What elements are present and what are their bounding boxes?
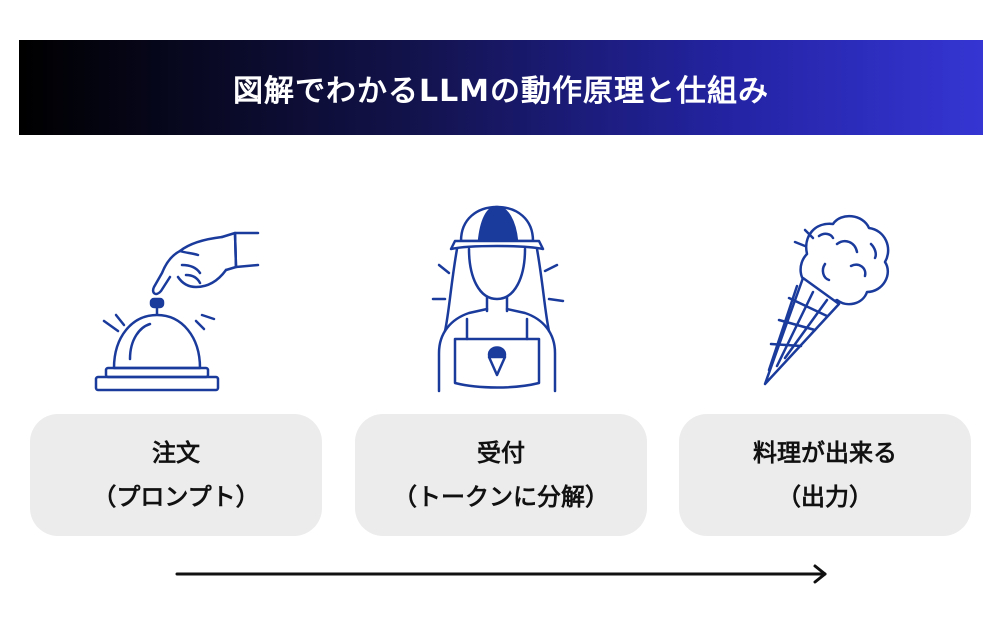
step-label: 注文 <box>152 439 200 467</box>
step-sublabel: （トークンに分解） <box>393 483 609 511</box>
step-card-output: 料理が出来る （出力） <box>679 414 971 536</box>
step-card-reception: 受付 （トークンに分解） <box>355 414 647 536</box>
step-sublabel: （プロンプト） <box>92 483 260 511</box>
service-bell-icon <box>90 225 270 400</box>
title-banner: 図解でわかるLLMの動作原理と仕組み <box>19 40 983 135</box>
ice-cream-cone-icon <box>755 208 905 393</box>
step-sublabel: （出力） <box>777 483 873 511</box>
step-label: 料理が出来る <box>753 439 897 467</box>
flow-arrow-icon <box>175 562 831 590</box>
page-title: 図解でわかるLLMの動作原理と仕組み <box>232 73 770 109</box>
step-label: 受付 <box>477 439 525 467</box>
step-card-order: 注文 （プロンプト） <box>30 414 322 536</box>
server-icon <box>425 203 575 398</box>
